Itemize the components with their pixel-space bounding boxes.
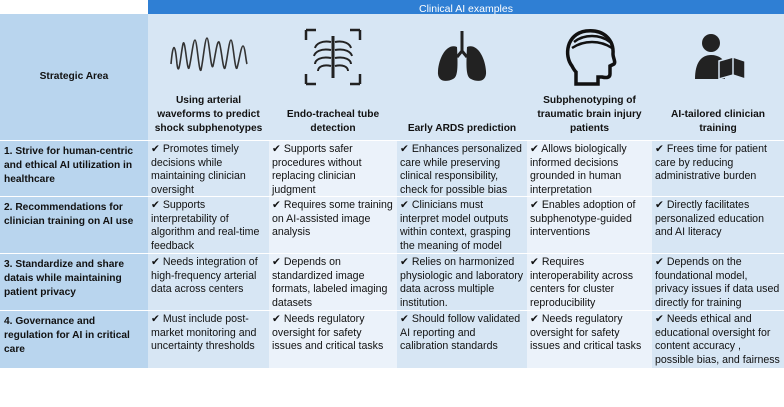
table-cell: ✔ Allows biologically informed decisions… — [527, 140, 652, 196]
table-cell: ✔ Should follow validated AI reporting a… — [397, 310, 527, 368]
reader-icon — [689, 22, 747, 92]
table-cell: ✔ Frees time for patient care by reducin… — [652, 140, 784, 196]
column-title: Endo-tracheal tube detection — [286, 109, 380, 134]
row-label: 2. Recommendations for clinician trainin… — [0, 196, 148, 253]
table-cell: ✔ Directly facilitates personalized educ… — [652, 196, 784, 253]
column-header-training: AI-tailored clinician training — [652, 14, 784, 140]
column-header-tbi: Subphenotyping of traumatic brain injury… — [527, 14, 652, 140]
strategic-area-header: Strategic Area — [0, 14, 148, 140]
table-cell: ✔ Requires some training on AI-assisted … — [269, 196, 397, 253]
column-title: Using arterial waveforms to predict shoc… — [154, 95, 263, 134]
waveform-icon — [169, 22, 249, 92]
table-cell: ✔ Needs integration of high-frequency ar… — [148, 253, 269, 310]
table-cell: ✔ Requires interoperability across cente… — [527, 253, 652, 310]
table-cell: ✔ Needs regulatory oversight for safety … — [269, 310, 397, 368]
column-title: Early ARDS prediction — [407, 123, 517, 134]
table-cell: ✔ Supports safer procedures without repl… — [269, 140, 397, 196]
table-cell: ✔ Supports interpretability of algorithm… — [148, 196, 269, 253]
banner-clinical-ai-examples: Clinical AI examples — [148, 0, 784, 14]
column-title: Subphenotyping of traumatic brain injury… — [537, 95, 642, 134]
head-injury-icon — [560, 22, 620, 92]
table-cell: ✔ Clinicians must interpret model output… — [397, 196, 527, 253]
row-label: 4. Governance and regulation for AI in c… — [0, 310, 148, 368]
table-cell: ✔ Must include post-market monitoring an… — [148, 310, 269, 368]
column-title: AI-tailored clinician training — [671, 109, 765, 134]
table-cell: ✔ Depends on standardized image formats,… — [269, 253, 397, 310]
table-cell: ✔ Enhances personalized care while prese… — [397, 140, 527, 196]
column-header-ett: Endo-tracheal tube detection — [269, 14, 397, 140]
lungs-icon — [435, 22, 489, 92]
row-label: 3. Standardize and share datais while ma… — [0, 253, 148, 310]
table-cell: ✔ Promotes timely decisions while mainta… — [148, 140, 269, 196]
table-cell: ✔ Enables adoption of subphenotype-guide… — [527, 196, 652, 253]
row-label: 1. Strive for human-centric and ethical … — [0, 140, 148, 196]
top-left-blank — [0, 0, 148, 14]
chest-xray-icon — [302, 22, 364, 92]
table-cell: ✔ Relies on harmonized physiologic and l… — [397, 253, 527, 310]
table-cell: ✔ Needs regulatory oversight for safety … — [527, 310, 652, 368]
column-header-ards: Early ARDS prediction — [397, 14, 527, 140]
column-header-arterial: Using arterial waveforms to predict shoc… — [148, 14, 269, 140]
table-cell: ✔ Needs ethical and educational oversigh… — [652, 310, 784, 368]
table-cell: ✔ Depends on the foundational model, pri… — [652, 253, 784, 310]
